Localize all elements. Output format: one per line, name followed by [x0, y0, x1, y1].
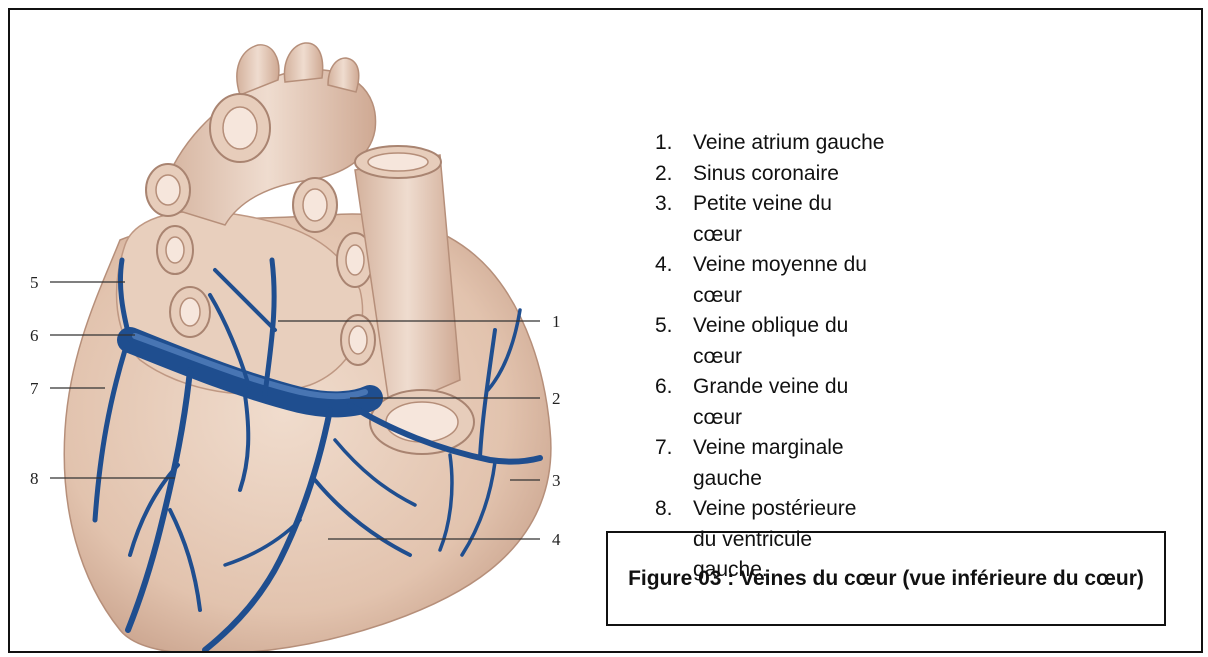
legend-number: 5. [655, 311, 693, 372]
arch-branch-2 [284, 43, 322, 82]
legend-text: Grande veine du cœur [693, 372, 885, 433]
figure-caption: Figure 03 : Veines du cœur (vue inférieu… [606, 531, 1166, 626]
legend-item: 5. Veine oblique du cœur [655, 311, 885, 372]
legend-item: 2. Sinus coronaire [655, 159, 885, 190]
legend-number: 7. [655, 433, 693, 494]
callout-number-3: 3 [552, 471, 561, 490]
legend-number: 6. [655, 372, 693, 433]
callout-number-1: 1 [552, 312, 561, 331]
callout-number-2: 2 [552, 389, 561, 408]
legend-list: 1. Veine atrium gauche 2. Sinus coronair… [655, 128, 885, 586]
legend-text: Veine marginale gauche [693, 433, 885, 494]
aortic-arch [160, 69, 376, 225]
callout-number-6: 6 [30, 326, 39, 345]
legend-number: 4. [655, 250, 693, 311]
heart-illustration: 5 6 7 8 1 2 3 4 [10, 10, 610, 653]
callout-number-4: 4 [552, 530, 561, 549]
legend-item: 6. Grande veine du cœur [655, 372, 885, 433]
legend-text: Veine atrium gauche [693, 128, 885, 159]
callout-number-7: 7 [30, 379, 39, 398]
legend-text: Sinus coronaire [693, 159, 885, 190]
legend-number: 3. [655, 189, 693, 250]
legend-number: 1. [655, 128, 693, 159]
legend-text: Veine moyenne du cœur [693, 250, 885, 311]
legend-item: 3. Petite veine du cœur [655, 189, 885, 250]
legend-number: 2. [655, 159, 693, 190]
callout-number-5: 5 [30, 273, 39, 292]
callout-number-8: 8 [30, 469, 39, 488]
legend-item: 7. Veine marginale gauche [655, 433, 885, 494]
figure-frame: 5 6 7 8 1 2 3 4 1. Veine atrium gauche 2… [8, 8, 1203, 653]
legend-item: 1. Veine atrium gauche [655, 128, 885, 159]
legend-text: Veine oblique du cœur [693, 311, 885, 372]
legend-text: Petite veine du cœur [693, 189, 885, 250]
legend-item: 4. Veine moyenne du cœur [655, 250, 885, 311]
arch-branch-3 [328, 58, 359, 92]
